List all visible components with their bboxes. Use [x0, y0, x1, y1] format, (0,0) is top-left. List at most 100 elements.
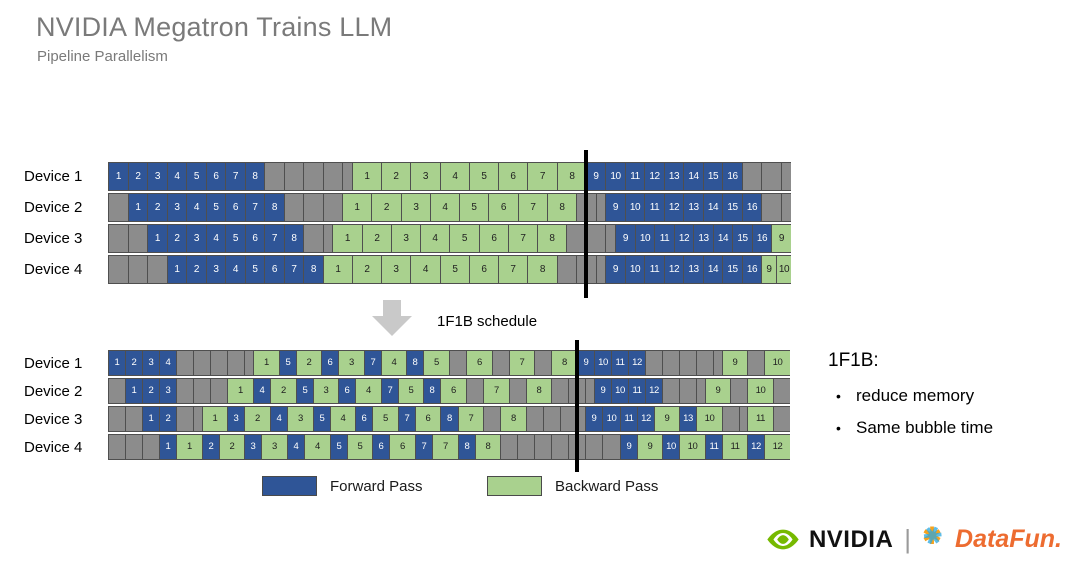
forward-cell: 11: [654, 224, 675, 253]
forward-cell: 6: [355, 406, 373, 432]
backward-cell: 8: [551, 350, 578, 376]
idle-cell: [557, 255, 577, 284]
idle-cell: [303, 224, 324, 253]
forward-cell: 7: [398, 406, 416, 432]
backward-cell: 8: [557, 162, 587, 191]
down-arrow-head: [372, 316, 412, 336]
idle-cell: [534, 434, 552, 460]
forward-cell: 15: [703, 162, 723, 191]
forward-cell: 11: [628, 378, 646, 404]
idle-cell: [210, 378, 228, 404]
forward-cell: 3: [159, 378, 177, 404]
backward-cell: 7: [527, 162, 558, 191]
idle-cell: [323, 193, 343, 222]
backward-cell: 8: [547, 193, 577, 222]
forward-cell: 1: [108, 350, 126, 376]
backward-cell: 4: [304, 434, 331, 460]
backward-cell: 7: [518, 193, 548, 222]
forward-cell: 6: [372, 434, 390, 460]
forward-cell: 4: [287, 434, 305, 460]
forward-cell: 8: [458, 434, 476, 460]
forward-cell: 5: [296, 378, 314, 404]
forward-cell: 8: [245, 162, 265, 191]
backward-cell: 1: [332, 224, 363, 253]
forward-cell: 8: [264, 193, 285, 222]
forward-cell: 10: [625, 193, 645, 222]
forward-cell: 7: [245, 193, 265, 222]
device-label: Device 2: [24, 199, 83, 216]
forward-cell: 13: [693, 224, 714, 253]
backward-cell: 7: [432, 434, 459, 460]
backward-cell: 2: [362, 224, 392, 253]
forward-cell: 5: [330, 434, 348, 460]
backward-cell: 1: [352, 162, 382, 191]
datafun-star-icon: ✱✱: [917, 519, 947, 553]
idle-cell: [551, 378, 569, 404]
idle-cell: [551, 434, 569, 460]
idle-cell: [781, 162, 791, 191]
idle-cell: [761, 193, 782, 222]
idle-cell: [176, 406, 194, 432]
backward-cell: 4: [430, 193, 460, 222]
forward-cell: 9: [615, 224, 636, 253]
idle-cell: [210, 350, 228, 376]
forward-cell: 12: [664, 255, 684, 284]
idle-cell: [193, 378, 211, 404]
down-arrow-icon: [372, 300, 412, 338]
idle-cell: [696, 350, 714, 376]
idle-cell: [303, 193, 324, 222]
backward-pass-label: Backward Pass: [555, 477, 659, 495]
backward-cell: 7: [508, 224, 538, 253]
backward-cell: 3: [338, 350, 365, 376]
idle-cell: [142, 434, 160, 460]
forward-cell: 5: [245, 255, 265, 284]
idle-cell: [679, 350, 697, 376]
notes-block: 1F1B: reduce memory Same bubble time: [828, 350, 993, 450]
forward-cell: 11: [644, 193, 665, 222]
backward-cell: 8: [527, 255, 558, 284]
idle-cell: [108, 434, 126, 460]
backward-cell: 3: [287, 406, 314, 432]
backward-cell: 7: [483, 378, 510, 404]
forward-cell: 15: [722, 193, 743, 222]
forward-cell: 9: [605, 255, 626, 284]
device-label: Device 4: [24, 438, 83, 456]
forward-cell: 13: [683, 193, 704, 222]
backward-cell: 5: [449, 224, 480, 253]
forward-cell: 2: [202, 434, 220, 460]
backward-cell: 9: [771, 224, 791, 253]
backward-cell: 1: [253, 350, 280, 376]
forward-cell: 6: [225, 193, 246, 222]
idle-cell: [509, 378, 527, 404]
footer-logos: NVIDIA | ✱✱ DataFun.: [766, 519, 1062, 555]
forward-cell: 10: [625, 255, 645, 284]
forward-cell: 2: [147, 193, 168, 222]
forward-cell: 6: [321, 350, 339, 376]
forward-cell: 4: [206, 224, 226, 253]
idle-cell: [108, 224, 129, 253]
forward-cell: 16: [742, 255, 762, 284]
backward-cell: 3: [261, 434, 288, 460]
backward-cell: 3: [391, 224, 421, 253]
legend-item-backward: Backward Pass: [487, 476, 658, 496]
idle-cell: [128, 255, 148, 284]
forward-cell: 9: [585, 406, 603, 432]
forward-cell: 14: [683, 162, 704, 191]
forward-cell: 10: [602, 406, 621, 432]
legend-item-forward: Forward Pass: [262, 476, 423, 496]
forward-cell: 1: [159, 434, 177, 460]
backward-cell: 11: [722, 434, 748, 460]
idle-cell: [227, 350, 245, 376]
forward-cell: 2: [128, 162, 148, 191]
forward-cell: 5: [313, 406, 331, 432]
forward-cell: 2: [186, 255, 207, 284]
forward-cell: 11: [705, 434, 723, 460]
idle-cell: [147, 255, 168, 284]
idle-cell: [534, 350, 552, 376]
idle-cell: [742, 162, 762, 191]
